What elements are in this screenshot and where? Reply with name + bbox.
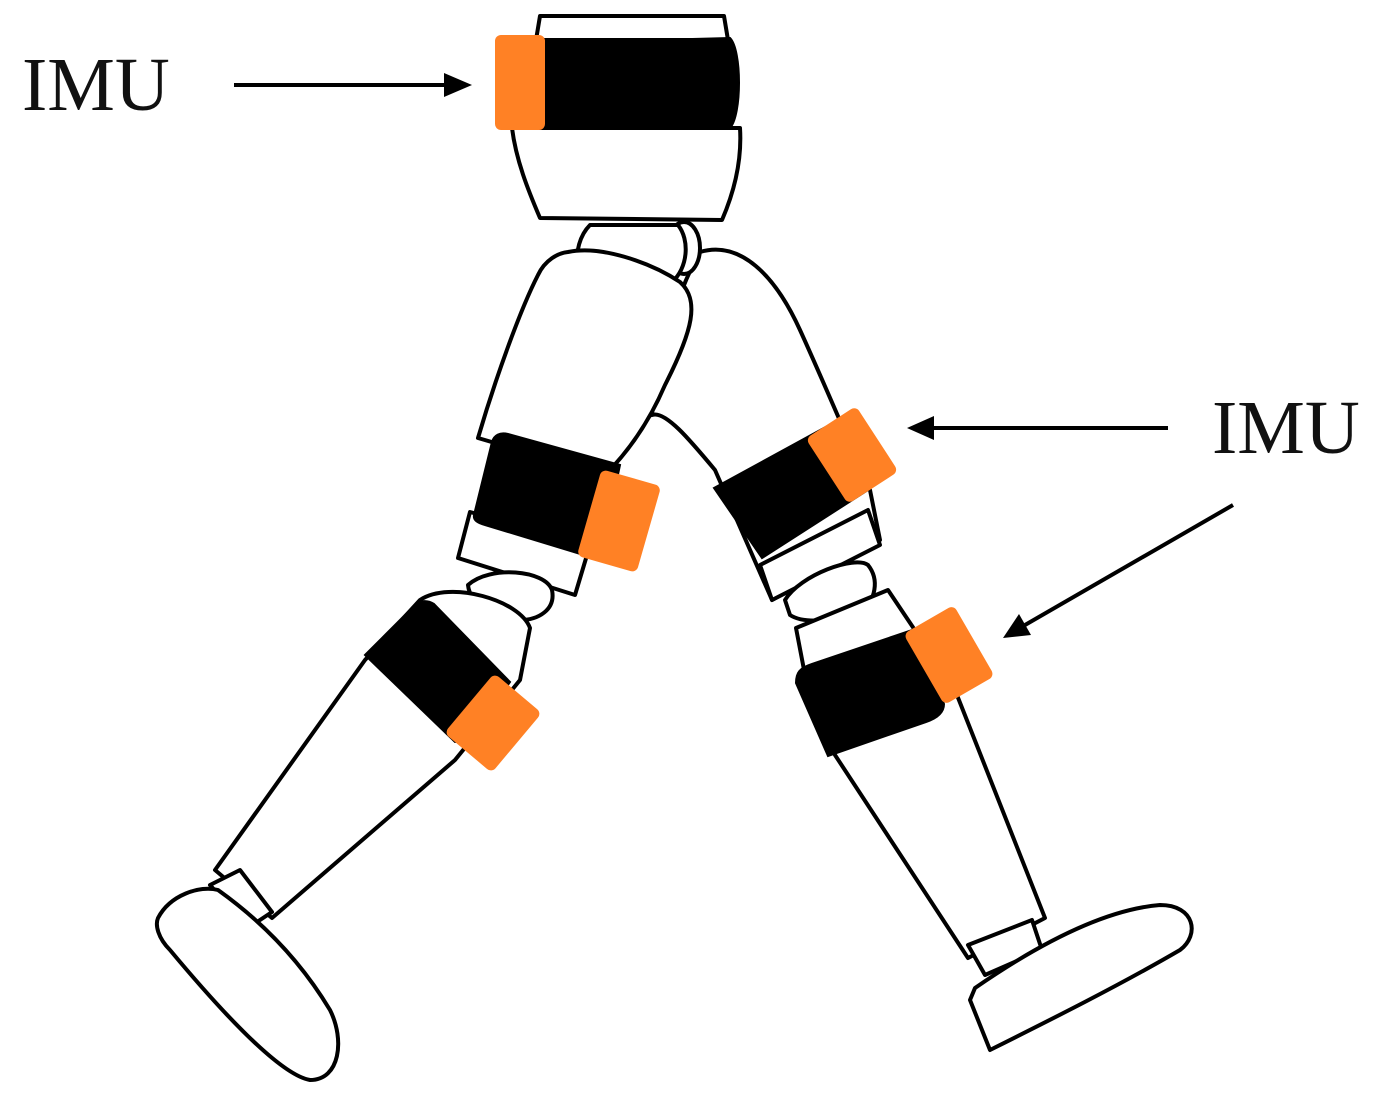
imu-label-top: IMU: [22, 43, 170, 127]
pelvis-body: [510, 126, 743, 222]
left-foot: [154, 886, 341, 1082]
left-leg: [154, 223, 694, 1082]
pelvis-top-band: [534, 14, 730, 42]
left-shank-imu-sensor: [446, 675, 540, 771]
right-shank-strap: [794, 626, 946, 758]
right-knee-cuff: [758, 508, 882, 602]
right-thigh-imu-sensor: [807, 408, 897, 502]
pelvis: [495, 14, 743, 222]
arrow-to-pelvis-imu: [234, 73, 472, 97]
left-thigh-imu-sensor: [578, 470, 660, 572]
arrow-to-thigh-imu: [907, 416, 1168, 440]
left-thigh-strap: [472, 432, 622, 562]
left-thigh: [476, 248, 694, 477]
imu-label-right: IMU: [1212, 386, 1360, 470]
pelvis-imu-sensor: [495, 35, 545, 130]
pelvis-strap: [499, 36, 740, 129]
right-leg: [650, 220, 1194, 1052]
right-shank-imu-sensor: [905, 607, 993, 703]
right-foot: [968, 903, 1194, 1052]
arrow-to-shank-imu: [1003, 503, 1234, 638]
